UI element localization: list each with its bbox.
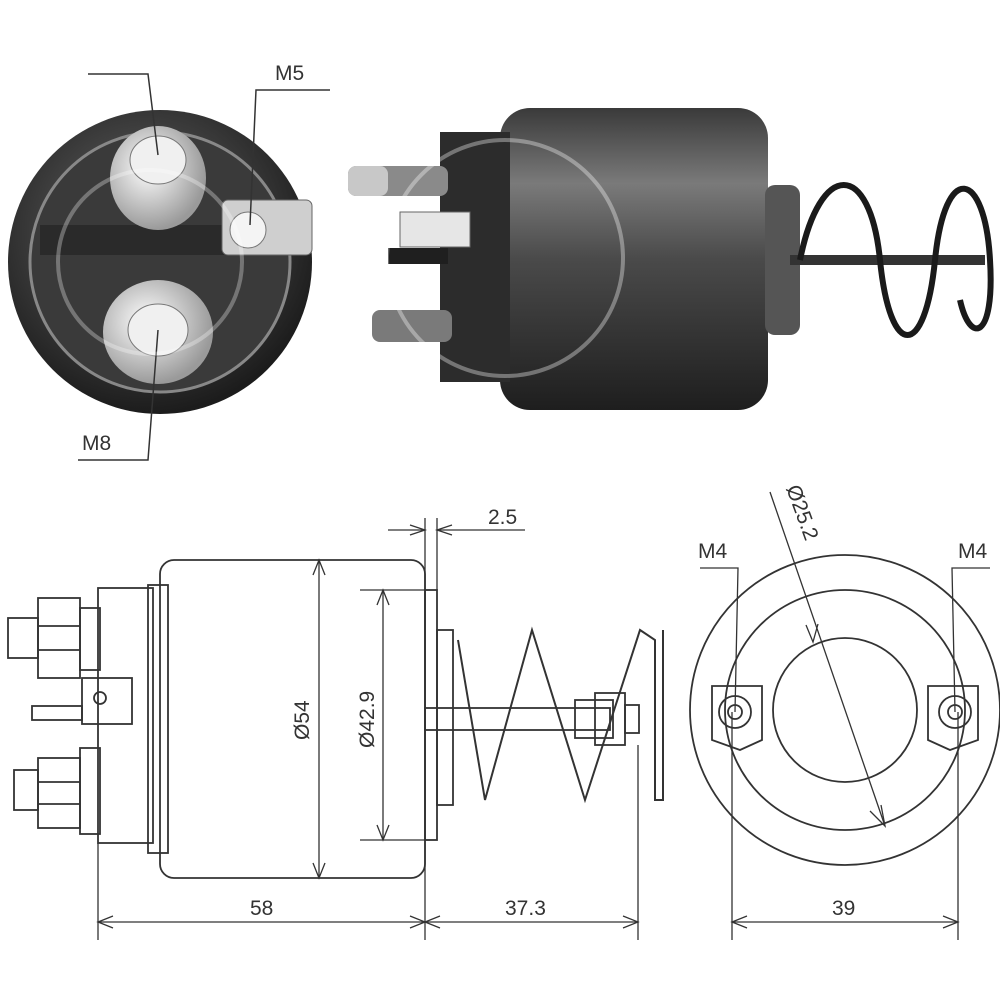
leader-m5 bbox=[249, 89, 330, 226]
m5-terminal bbox=[221, 199, 313, 256]
label-m4-right: M4 bbox=[958, 540, 987, 563]
label-m4-left: M4 bbox=[698, 540, 727, 563]
terminal-upper-drawing bbox=[7, 597, 101, 679]
leader-m8 bbox=[78, 329, 159, 461]
side-view-photo bbox=[56, 108, 994, 410]
spring-drawing bbox=[457, 626, 664, 804]
stud-upper bbox=[348, 166, 448, 196]
dimension-lines-end bbox=[700, 491, 990, 940]
side-view-drawing bbox=[7, 559, 664, 879]
stud-lower bbox=[372, 310, 452, 342]
label-m8: M8 bbox=[82, 432, 111, 455]
m8-upper-terminal bbox=[110, 126, 206, 230]
end-view-photo bbox=[8, 110, 313, 414]
label-dia-flange: Ø42.9 bbox=[356, 691, 379, 748]
return-spring-photo bbox=[797, 182, 994, 338]
terminal-spade-drawing bbox=[31, 677, 133, 725]
mount-right bbox=[927, 685, 979, 751]
plunger-drawing bbox=[424, 692, 640, 746]
label-len-plunger: 37.3 bbox=[505, 897, 546, 920]
terminal-lower-drawing bbox=[13, 747, 101, 835]
label-m5: M5 bbox=[275, 62, 304, 85]
label-dia-bore: Ø25.2 bbox=[781, 482, 822, 544]
dimension-lines-side bbox=[96, 518, 640, 940]
label-dia-body: Ø54 bbox=[291, 700, 314, 740]
plunger-rod bbox=[790, 255, 985, 265]
mount-left bbox=[711, 685, 763, 751]
end-view-drawing bbox=[689, 554, 1000, 866]
leader-top-terminal bbox=[88, 73, 159, 156]
label-mount-spacing: 39 bbox=[832, 897, 855, 920]
spade-connector bbox=[399, 211, 471, 248]
label-gap: 2.5 bbox=[488, 506, 517, 529]
label-len-body: 58 bbox=[250, 897, 273, 920]
